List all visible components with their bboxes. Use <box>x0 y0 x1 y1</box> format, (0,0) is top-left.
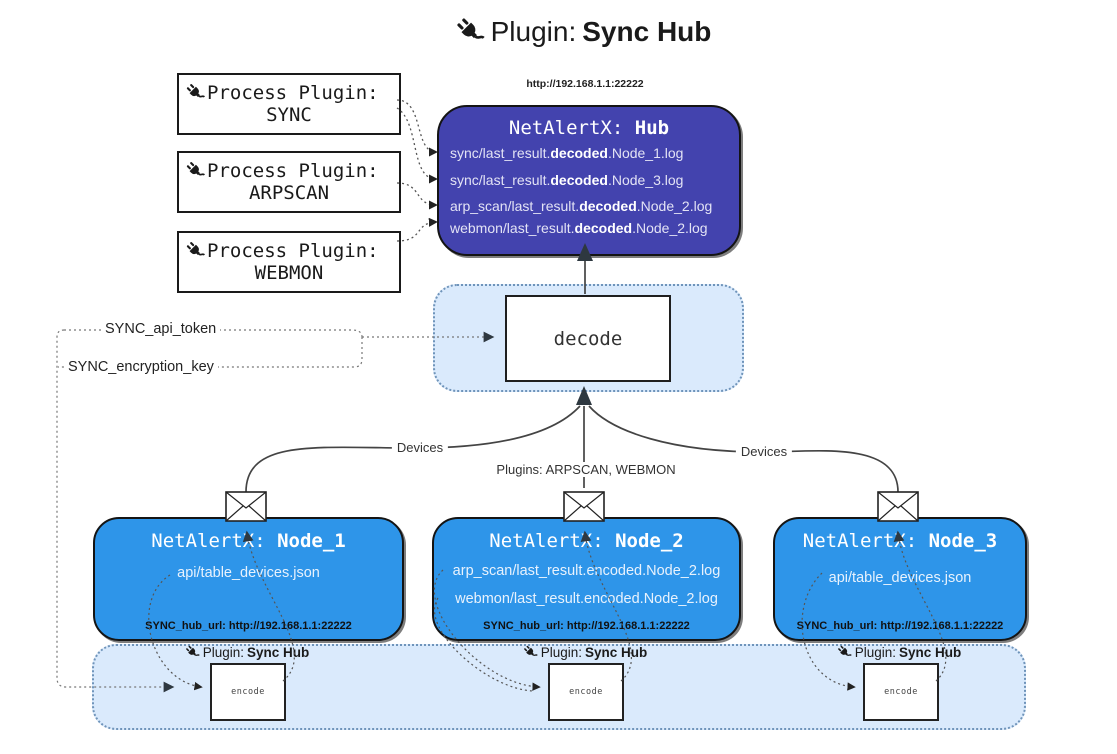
hub-url: http://192.168.1.1:22222 <box>526 78 644 90</box>
process-plugin-box-arpscan: Process Plugin: ARPSCAN <box>177 151 401 213</box>
connector-arpscan <box>396 182 438 210</box>
hub-file-line: sync/last_result.decoded.Node_3.log <box>450 172 684 188</box>
plugins-label: Plugins: ARPSCAN, WEBMON <box>491 462 681 477</box>
encode-box-1: encode <box>210 663 286 721</box>
plug-icon <box>523 645 538 660</box>
node-box-1: NetAlertX: Node_1 api/table_devices.json… <box>93 517 404 641</box>
hub-title: NetAlertX: Hub <box>439 117 739 139</box>
node-file: api/table_devices.json <box>177 565 320 581</box>
process-plugin-box-sync: Process Plugin: SYNC <box>177 73 401 135</box>
hub-title-label: NetAlertX: <box>508 117 624 139</box>
process-plugin-label: Process Plugin: <box>207 160 379 182</box>
node-title: NetAlertX: Node_1 <box>151 530 346 552</box>
hub-file-line: webmon/last_result.decoded.Node_2.log <box>450 220 708 236</box>
node-file: webmon/last_result.encoded.Node_2.log <box>455 591 718 607</box>
node-hub-url: SYNC_hub_url: http://192.168.1.1:22222 <box>483 620 690 632</box>
process-plugin-label: Process Plugin: <box>207 82 379 104</box>
connector-sync-node1 <box>396 99 438 157</box>
decode-box: decode <box>505 295 671 382</box>
plug-icon <box>185 161 205 181</box>
encryption-key-label: SYNC_encryption_key <box>64 359 218 375</box>
strip-plugin-label-2: Plugin: Sync Hub <box>523 645 647 660</box>
process-plugin-name: WEBMON <box>254 262 324 284</box>
process-plugin-name: ARPSCAN <box>248 182 330 204</box>
page-title: Plugin: Sync Hub <box>455 16 712 48</box>
node-box-2: NetAlertX: Node_2 arp_scan/last_result.e… <box>432 517 741 641</box>
node-file: api/table_devices.json <box>828 570 972 586</box>
node-title: NetAlertX: Node_3 <box>802 530 998 552</box>
node-hub-url: SYNC_hub_url: http://192.168.1.1:22222 <box>796 620 1004 632</box>
hub-file-line: sync/last_result.decoded.Node_1.log <box>450 145 684 161</box>
hub-box: NetAlertX: Hub sync/last_result.decoded.… <box>437 105 741 256</box>
connector-webmon <box>396 217 438 242</box>
api-token-label: SYNC_api_token <box>101 321 221 337</box>
node-hub-url: SYNC_hub_url: http://192.168.1.1:22222 <box>145 620 352 632</box>
hub-title-name: Hub <box>634 117 670 139</box>
connector-sync-node3 <box>396 107 438 184</box>
plug-icon <box>837 645 852 660</box>
plug-icon <box>185 83 205 103</box>
hub-file-line: arp_scan/last_result.decoded.Node_2.log <box>450 198 713 214</box>
process-plugin-box-webmon: Process Plugin: WEBMON <box>177 231 401 293</box>
plug-icon <box>455 17 485 47</box>
node-file: arp_scan/last_result.encoded.Node_2.log <box>452 563 721 579</box>
encode-box-3: encode <box>863 663 939 721</box>
strip-plugin-label-1: Plugin: Sync Hub <box>185 645 309 660</box>
devices-label-left: Devices <box>391 440 449 455</box>
plugin-to-hub-connectors <box>396 99 438 242</box>
node-box-3: NetAlertX: Node_3 api/table_devices.json… <box>773 517 1027 641</box>
page-title-name: Sync Hub <box>582 16 712 47</box>
plug-icon <box>185 645 200 660</box>
plug-icon <box>185 241 205 261</box>
encode-box-2: encode <box>548 663 624 721</box>
node-title: NetAlertX: Node_2 <box>489 530 684 552</box>
process-plugin-name: SYNC <box>266 104 312 126</box>
process-plugin-label: Process Plugin: <box>207 240 379 262</box>
strip-plugin-label-3: Plugin: Sync Hub <box>837 645 961 660</box>
page-title-label: Plugin: <box>490 16 577 47</box>
devices-label-right: Devices <box>735 444 793 459</box>
